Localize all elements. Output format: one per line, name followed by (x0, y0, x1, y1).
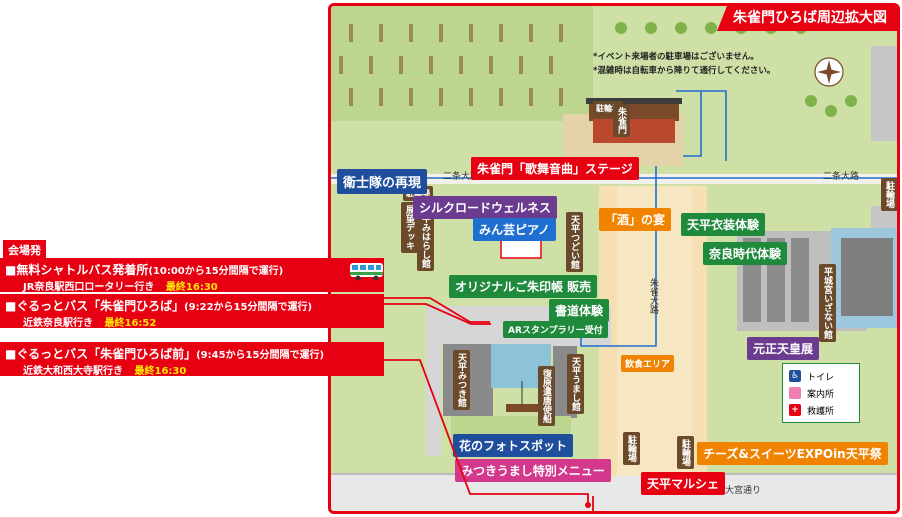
route-hiroba-mae-last: 最終16:30 (134, 366, 187, 377)
event-shodo: 書道体験 (549, 299, 610, 322)
route-shuttle: ■無料シャトルバス発着所(10:00から15分間隔で運行) JR奈良駅西口ロータ… (0, 258, 384, 293)
route-hiroba-mae-title: ■ぐるっとバス「朱雀門ひろば前」 (5, 347, 197, 361)
parking-bike-right: 駐輪場 (881, 178, 897, 211)
legend-info: 案内所 (789, 386, 853, 400)
first-aid-icon: + (789, 404, 801, 416)
route-hiroba-detail: (9:22から15分間隔で運行) (184, 302, 313, 313)
building-ship: 復原遣唐使船 (538, 366, 555, 426)
event-mitsuki-menu: みつきうまし特別メニュー (455, 459, 611, 482)
route-shuttle-last: 最終16:30 (165, 282, 218, 293)
event-marche: 天平マルシェ (641, 472, 726, 495)
bus-icon (350, 263, 383, 281)
bicycle-note: *混雑時は自転車から降りて通行してください。 (593, 66, 776, 76)
road-suzaku: 朱雀大路 (648, 278, 658, 314)
route-hiroba-mae-detail: (9:45から15分間隔で運行) (196, 350, 325, 361)
parking-bike-bottom-2: 駐輪場 (677, 436, 694, 469)
route-hiroba-sub: 近鉄奈良駅行き (23, 318, 93, 329)
event-flower-photo: 花のフォトスポット (453, 434, 574, 457)
building-tsudoi: 天平つどい館 (566, 212, 583, 272)
parking-note: *イベント来場者の駐車場はございません。 (593, 52, 759, 62)
building-miharashi: 天平みはらし館 (417, 202, 434, 271)
route-hiroba-mae-sub: 近鉄大和西大寺駅行き (23, 366, 123, 377)
map-title: 朱雀門ひろば周辺拡大図 (717, 6, 897, 31)
route-shuttle-sub: JR奈良駅西口ロータリー行き (23, 282, 155, 293)
event-eshitai: 衛士隊の再現 (337, 169, 428, 194)
event-silkroad: シルクロードウェルネス (413, 196, 558, 219)
event-goshuin: オリジナルご朱印帳 販売 (449, 275, 598, 298)
route-shuttle-detail: (10:00から15分間隔で運行) (148, 266, 284, 277)
venue-departure-header: 会場発 (3, 240, 46, 260)
route-hiroba-last: 最終16:52 (104, 318, 157, 329)
legend-toilet-label: トイレ (807, 372, 835, 383)
area-map: 朱雀門ひろば周辺拡大図 *イベント来場者の駐車場はございません。 *混雑時は自転… (328, 3, 900, 514)
legend-first-aid-label: 救護所 (807, 406, 835, 417)
building-mitsuki: 天平みつき館 (453, 350, 470, 410)
route-gurutto-hiroba: ■ぐるっとバス「朱雀門ひろば」(9:22から15分間隔で運行) 近鉄奈良駅行き … (0, 294, 384, 329)
legend-info-label: 案内所 (807, 389, 835, 400)
event-sake: 「酒」の宴 (599, 208, 672, 231)
legend-first-aid: + 救護所 (789, 403, 853, 417)
event-kabu-stage: 朱雀門「歌舞音曲」ステージ (471, 157, 639, 180)
event-minge-piano: みん芸ピアノ (473, 218, 556, 241)
toilet-icon: ♿ (789, 370, 801, 382)
event-tenpyo-costume: 天平衣装体験 (681, 213, 766, 236)
event-cheese: チーズ&スイーツEXPOin天平祭 (697, 442, 888, 465)
event-nara-jidai: 奈良時代体験 (703, 242, 788, 265)
building-umashi: 天平うまし館 (567, 354, 584, 414)
event-ar-stamp: ARスタンプラリー受付 (503, 321, 608, 338)
route-shuttle-title: ■無料シャトルバス発着所 (5, 263, 149, 277)
legend-toilet: ♿ トイレ (789, 369, 853, 383)
event-gensho: 元正天皇展 (747, 337, 820, 360)
route-hiroba-title: ■ぐるっとバス「朱雀門ひろば」 (5, 299, 185, 313)
building-suzakumon: 朱雀門 (613, 104, 630, 137)
road-nijo-left: 二条大路 (443, 172, 480, 182)
road-omiya: 大宮通り (725, 486, 762, 496)
route-gurutto-hiroba-mae: ■ぐるっとバス「朱雀門ひろば前」(9:45から15分間隔で運行) 近鉄大和西大寺… (0, 342, 384, 377)
parking-bike-bottom-1: 駐輪場 (623, 432, 640, 465)
event-inshoku: 飲食エリア (621, 355, 675, 372)
info-icon (789, 387, 801, 399)
road-nijo-right: 二条大路 (823, 172, 860, 182)
map-legend: ♿ トイレ 案内所 + 救護所 (782, 363, 860, 423)
building-izanai: 平城宮いざない館 (819, 264, 836, 342)
